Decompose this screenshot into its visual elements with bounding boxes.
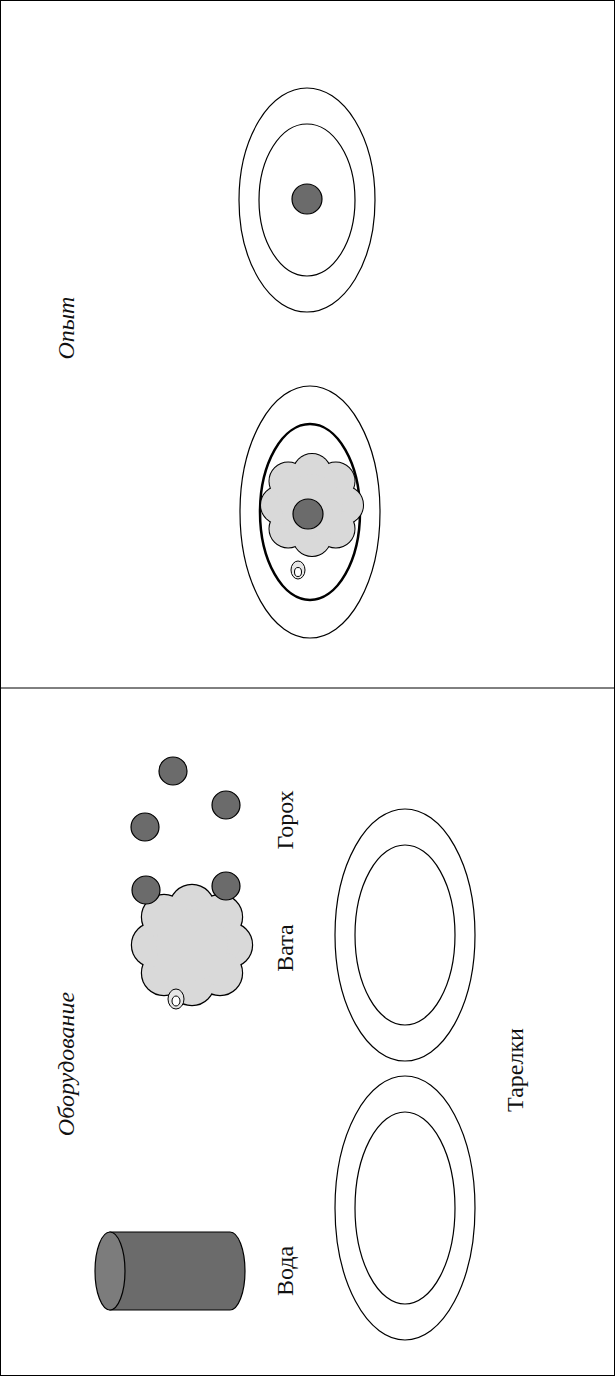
item-label: Вата xyxy=(273,924,297,971)
section-heading: Оборудование xyxy=(54,992,78,1136)
item-label: Тарелки xyxy=(503,1028,527,1112)
water-jar xyxy=(95,1232,245,1310)
plates xyxy=(335,809,475,1340)
plate-with-pea xyxy=(239,88,375,312)
section-heading: Опыт xyxy=(54,297,78,360)
item-label: Вода xyxy=(273,1246,297,1296)
item-label: Горох xyxy=(273,790,297,849)
peas xyxy=(131,757,240,904)
divider xyxy=(0,688,615,689)
plate-with-cotton xyxy=(240,386,380,638)
